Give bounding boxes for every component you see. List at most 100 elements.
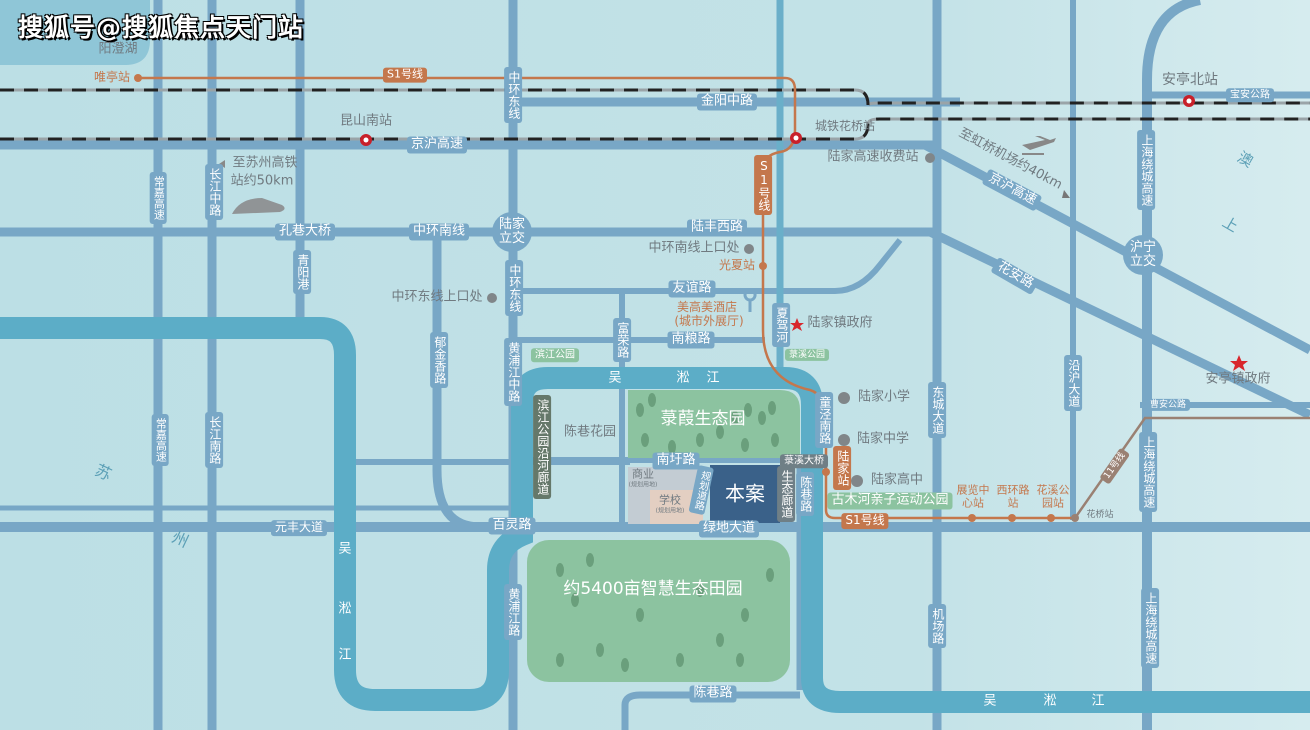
roads-furong-road-label[interactable]: 富荣路 — [613, 318, 631, 362]
roads-chenxiang-v-road-label[interactable]: 陈巷路 — [796, 472, 814, 516]
roads-s1-v-road-label[interactable]: S1号线 — [754, 155, 772, 215]
interchange-badge[interactable]: 沪宁立交 — [1123, 235, 1163, 275]
roads-s1-top-road-label[interactable]: S1号线 — [383, 67, 427, 83]
places-kunshan-south-label: 昆山南站 — [339, 113, 393, 129]
roads-yujin-road-label[interactable]: 郁金香路 — [430, 332, 448, 388]
roads-xiajia-road-label[interactable]: 夏驾河 — [772, 303, 790, 347]
roads-changjia-s-road-label[interactable]: 常嘉高速 — [151, 414, 169, 466]
toll-dot — [925, 153, 935, 163]
roads-binjiang-park-road-label[interactable]: 滨江公园 — [531, 348, 579, 362]
roads-raocheng1-road-label[interactable]: 上海绕城高速 — [1137, 130, 1155, 210]
weiting-station-dot — [134, 74, 142, 82]
roads-bailing-road-label[interactable]: 百灵路 — [488, 517, 536, 535]
tree-icon — [768, 401, 776, 415]
roads-qingyang-road-label[interactable]: 青阳港 — [293, 250, 311, 294]
guangxia-station-dot — [759, 262, 767, 270]
roads-binjiang-corridor-road-label[interactable]: 滨江公园沿河廊道 — [533, 395, 551, 499]
arrow-icon — [1062, 190, 1070, 198]
places-school-note-label: (规划用地) — [655, 507, 685, 515]
xihuan-station-dot — [1008, 514, 1016, 522]
road-raocheng — [1142, 0, 1202, 730]
tree-icon — [586, 553, 594, 567]
roads-lufeng-road-label[interactable]: 陆丰西路 — [686, 219, 748, 237]
roads-s1-bottom-road-label[interactable]: S1号线 — [841, 513, 889, 529]
roads-baoan-road-label[interactable]: 宝安公路 — [1226, 88, 1274, 102]
railways — [0, 88, 1310, 141]
huaqiao-station-dot — [1071, 514, 1079, 522]
roads-yuanfeng-road-label[interactable]: 元丰大道 — [270, 520, 328, 536]
project-plot[interactable] — [710, 465, 780, 523]
places-hotel-1-label: 美高美酒店 — [676, 300, 738, 315]
places-river-right-1-label: 澳 — [1234, 147, 1257, 172]
tree-icon — [668, 440, 676, 454]
roads-luxi-park-road-label[interactable]: 菉溪公园 — [784, 348, 830, 362]
roads-kongxiang-road-label[interactable]: 孔巷大桥 — [274, 223, 336, 241]
lujia-station-dot — [822, 468, 830, 476]
places-lujia-gov-label: 陆家镇政府 — [807, 315, 873, 331]
roads-caoan-road-label[interactable]: 曹安公路 — [1145, 398, 1191, 412]
places-lujia-high-label: 陆家高中 — [870, 472, 924, 488]
places-weiting-station-label: 唯亭站 — [93, 70, 131, 85]
roads-luxi-bridge-road-label[interactable]: 菉溪大桥 — [780, 454, 828, 468]
high-speed-train-icon — [232, 198, 285, 214]
roads-raocheng3-road-label[interactable]: 上海绕城高速 — [1141, 588, 1159, 668]
roads-huangpu-road-label[interactable]: 黄浦江路 — [504, 584, 522, 640]
roads-line11-road-label[interactable]: 11号线 — [1099, 447, 1131, 485]
roads-lvdi-road-label[interactable]: 绿地大道 — [698, 520, 760, 538]
tree-icon — [716, 425, 724, 439]
wusong-river — [0, 317, 1310, 713]
roads-youyi-road-label[interactable]: 友谊路 — [668, 280, 716, 298]
roads-nanyu-road-label[interactable]: 南圩路 — [652, 452, 700, 470]
places-project-label: 本案 — [725, 481, 765, 506]
roads-changjiang-s-road-label[interactable]: 长江南路 — [205, 412, 223, 468]
interchange-badge[interactable]: 陆家立交 — [492, 212, 532, 252]
roads-yanhu-road-label[interactable]: 沿沪大道 — [1064, 355, 1082, 411]
roads-jichang-road-label[interactable]: 机场路 — [928, 604, 946, 648]
tree-icon — [596, 643, 604, 657]
rivers-wusong-n-1-label: 淞 — [676, 370, 690, 386]
yangcheng-lake — [0, 0, 150, 65]
roads-chenxiang-s-road-label[interactable]: 陈巷路 — [689, 685, 737, 703]
school-icon — [851, 475, 863, 487]
metro-s1 — [138, 76, 1075, 520]
tree-icon — [571, 593, 579, 607]
rivers-wusong-w-0-label: 吴 — [338, 541, 352, 557]
tree-icon — [731, 411, 739, 425]
roads-zhonghuan-e1-road-label[interactable]: 中环东线 — [504, 67, 522, 123]
tree-icon — [556, 653, 564, 667]
interchange-label: 陆家立交 — [498, 217, 525, 246]
roads-eco-corridor-road-label[interactable]: 生态廊道 — [777, 466, 795, 522]
tree-icon — [736, 653, 744, 667]
roads-tongjing-road-label[interactable]: 童泾南路 — [815, 392, 833, 448]
places-hotel-2-label: (城市外展厅) — [674, 314, 744, 329]
roads-zhonghuan-e2-road-label[interactable]: 中环东线 — [505, 260, 523, 316]
roads-jinghu-road-label[interactable]: 京沪高速 — [406, 136, 468, 154]
rivers-wusong-w-2-label: 江 — [338, 647, 352, 663]
roads-huangpu-z-road-label[interactable]: 黄浦江中路 — [504, 338, 522, 406]
places-commercial-label: 商业 — [632, 467, 654, 481]
tree-icon — [636, 403, 644, 417]
roads-huaan-road-label[interactable]: 花安路 — [990, 256, 1040, 296]
roads-lujia-station-road-label[interactable]: 陆家站 — [833, 446, 851, 490]
places-chenxiang-garden-label: 陈巷花园 — [563, 424, 617, 440]
tree-icon — [636, 608, 644, 622]
roads-gumu-park-road-label[interactable]: 古木河亲子运动公园 — [827, 492, 953, 510]
tree-icons — [556, 393, 779, 672]
roads-changjia-n-road-label[interactable]: 常嘉高速 — [149, 172, 167, 224]
places-expo-station-label: 展览中心站 — [956, 483, 990, 509]
metro-stations — [134, 74, 1079, 522]
roads-jinyang-road-label[interactable]: 金阳中路 — [696, 93, 758, 111]
roads-zhonghuan-s-road-label[interactable]: 中环南线 — [408, 223, 470, 241]
roads-nanliang-road-label[interactable]: 南粮路 — [667, 331, 715, 349]
tree-icon — [676, 653, 684, 667]
metro-line11 — [1073, 416, 1310, 519]
roads-changjiang-z-road-label[interactable]: 长江中路 — [205, 164, 223, 220]
places-anting-gov-label: 安亭镇政府 — [1205, 371, 1271, 387]
places-anting-north-label: 安亭北站 — [1162, 71, 1218, 88]
tree-icon — [771, 433, 779, 447]
roads-planned-road-road-label[interactable]: 规划道路 — [688, 464, 714, 516]
roads-dongcheng-road-label[interactable]: 东城大道 — [928, 382, 946, 438]
places-yangcheng-lake-label: 阳澄湖 — [98, 41, 138, 57]
roads-raocheng2-road-label[interactable]: 上海绕城高速 — [1139, 432, 1157, 512]
